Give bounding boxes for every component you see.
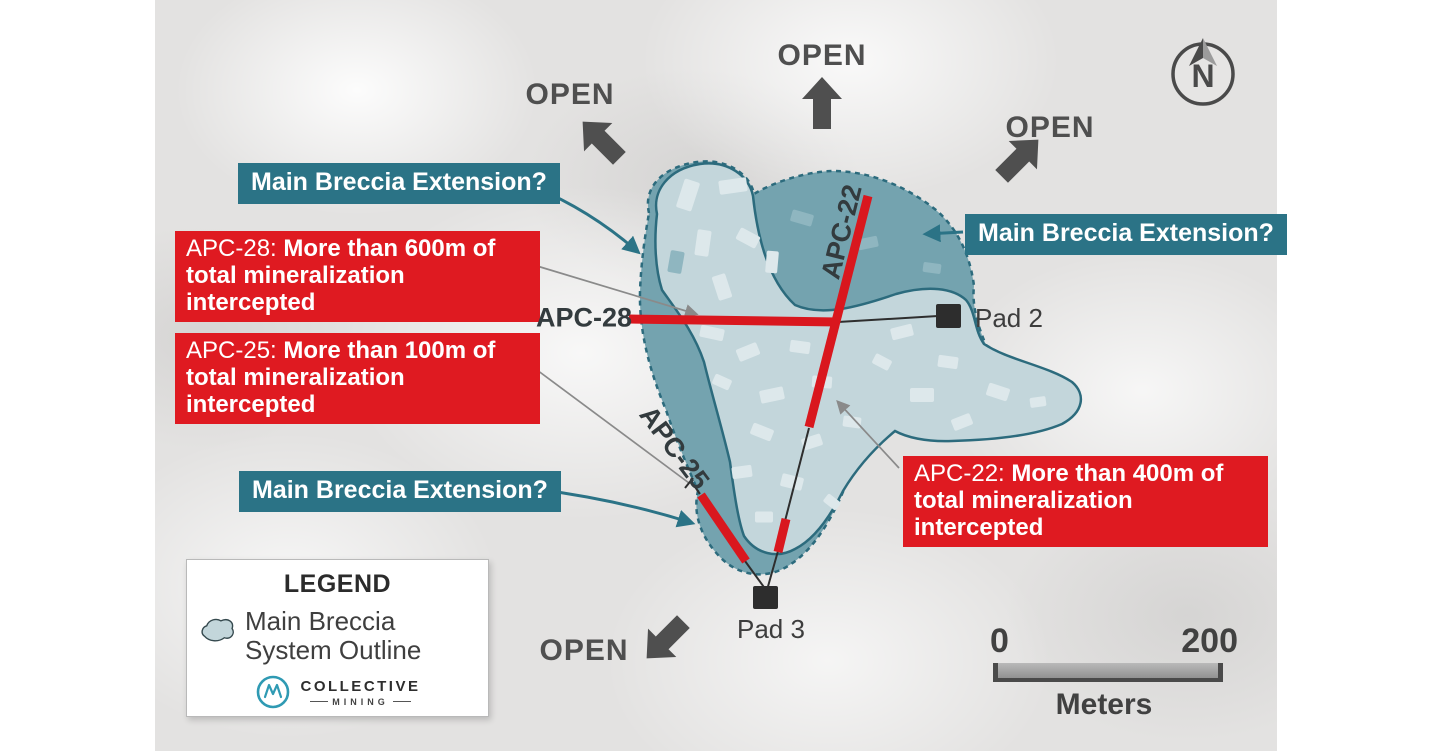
callout-leader-lines — [536, 265, 900, 484]
legend-item-label: Main Breccia System Outline — [245, 606, 422, 665]
open-label-n: OPEN — [777, 39, 867, 72]
open-direction-arrows — [582, 77, 1039, 659]
callout-extension-bottom-left: Main Breccia Extension? — [239, 471, 561, 512]
collective-mining-logo-icon — [257, 675, 290, 709]
callout-apc25-text: More than 100m of total mineralization i… — [186, 337, 496, 418]
legend-title: LEGEND — [283, 570, 392, 598]
drill-trace-apc22-upper — [804, 194, 873, 429]
callout-apc25: APC-25: More than 100m of total minerali… — [175, 333, 540, 424]
scale-bar: 0 200 Meters — [988, 622, 1240, 722]
callout-apc28-id: APC-28: — [186, 235, 277, 262]
north-compass: N — [1171, 38, 1235, 106]
compass-needle-light — [1203, 38, 1217, 66]
scale-unit: Meters — [1055, 688, 1153, 721]
main-breccia-system-body — [654, 162, 1083, 556]
legend-panel: LEGEND Main Breccia System Outline COLLE… — [186, 559, 489, 717]
drill-trace-connectors — [684, 315, 939, 591]
breccia-clasts — [676, 177, 1047, 523]
callout-apc25-id: APC-25: — [186, 337, 277, 364]
open-label-nw: OPEN — [525, 78, 615, 111]
callout-apc28: APC-28: More than 600m of total minerali… — [175, 231, 540, 322]
pad2-marker — [936, 304, 961, 328]
callout-apc22-text: More than 400m of total mineralization i… — [914, 460, 1224, 541]
compass-north-letter: N — [1191, 58, 1214, 94]
callout-extension-top-left: Main Breccia Extension? — [238, 163, 560, 204]
drill-trace-apc28 — [628, 314, 839, 327]
drill-trace-apc25 — [697, 492, 750, 564]
open-arrow-nw — [582, 121, 626, 165]
open-arrow-n — [802, 77, 842, 129]
collective-mining-logo: COLLECTIVE MINING — [187, 673, 488, 711]
callout-apc22: APC-22: More than 400m of total minerali… — [903, 456, 1268, 547]
open-label-sw: OPEN — [539, 634, 629, 667]
logo-wordmark: COLLECTIVE — [300, 677, 421, 695]
breccia-clasts-extension — [667, 209, 942, 274]
pad3-label: Pad 3 — [737, 614, 805, 644]
open-arrow-sw — [646, 615, 690, 659]
drill-label-apc28: APC-28 — [535, 302, 633, 333]
open-label-ne: OPEN — [1005, 111, 1095, 144]
breccia-outline-swatch — [201, 618, 234, 642]
compass-needle-dark — [1189, 38, 1203, 66]
callout-extension-right: Main Breccia Extension? — [965, 214, 1287, 255]
logo-dash-right — [392, 701, 411, 702]
callout-apc28-text: More than 600m of total mineralization i… — [186, 235, 496, 316]
logo-dash-left — [310, 701, 329, 702]
callout-apc22-id: APC-22: — [914, 460, 1005, 487]
scale-start: 0 — [990, 622, 1009, 660]
drill-hole-traces — [628, 194, 873, 564]
logo-subword: MINING — [332, 696, 389, 707]
scale-bar-rule — [993, 663, 1223, 682]
scale-end: 200 — [1181, 622, 1238, 660]
open-arrow-ne — [995, 139, 1039, 183]
pad3-marker — [753, 586, 778, 609]
drill-trace-apc22-lower — [773, 517, 791, 554]
pad2-label: Pad 2 — [975, 303, 1043, 333]
